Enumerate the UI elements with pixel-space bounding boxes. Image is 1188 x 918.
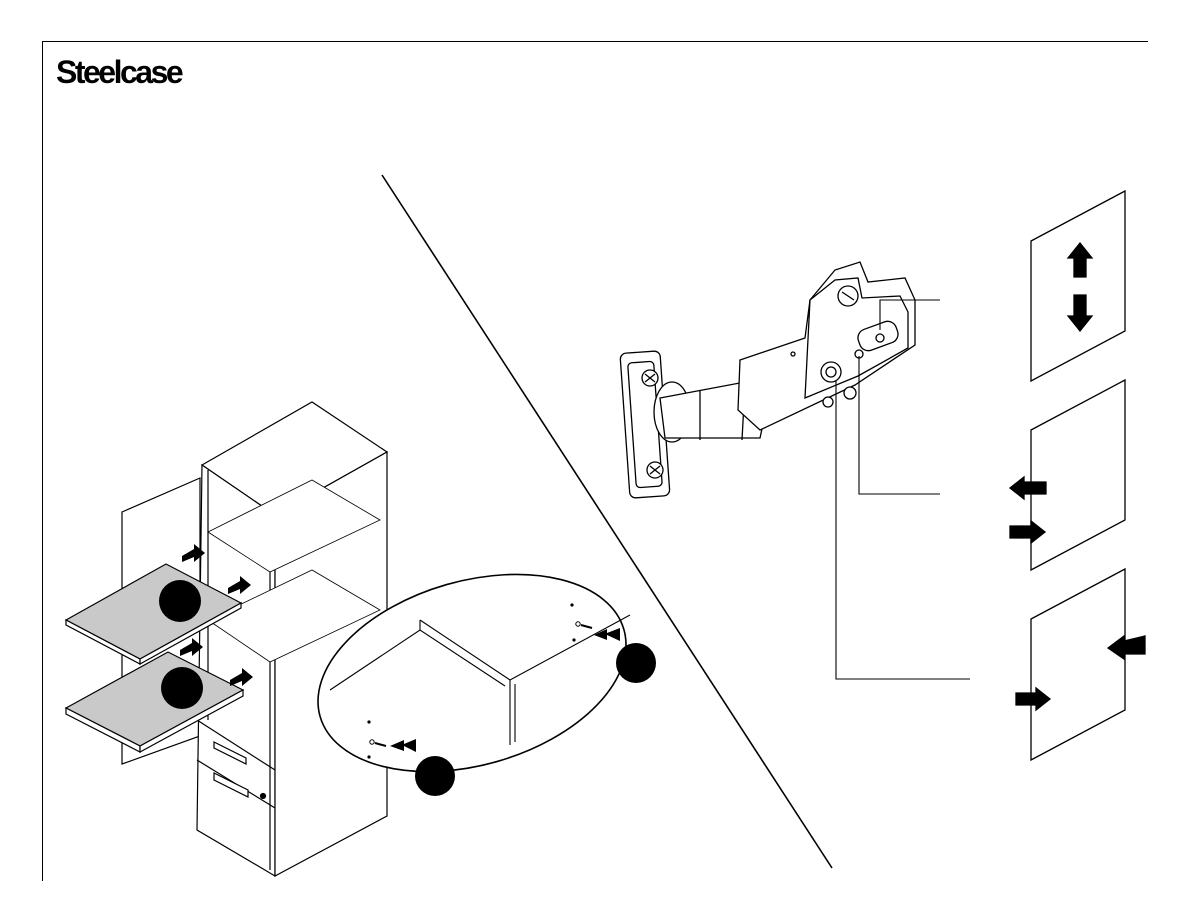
adjust-panel-depth bbox=[1010, 380, 1125, 570]
step-marker bbox=[616, 643, 656, 683]
adjust-panel-vertical bbox=[1031, 191, 1125, 381]
hinge-illustration bbox=[620, 262, 915, 498]
step-marker bbox=[161, 667, 203, 709]
adjust-panel-side bbox=[1016, 569, 1145, 760]
step-marker bbox=[415, 756, 455, 796]
step-marker bbox=[159, 580, 201, 622]
